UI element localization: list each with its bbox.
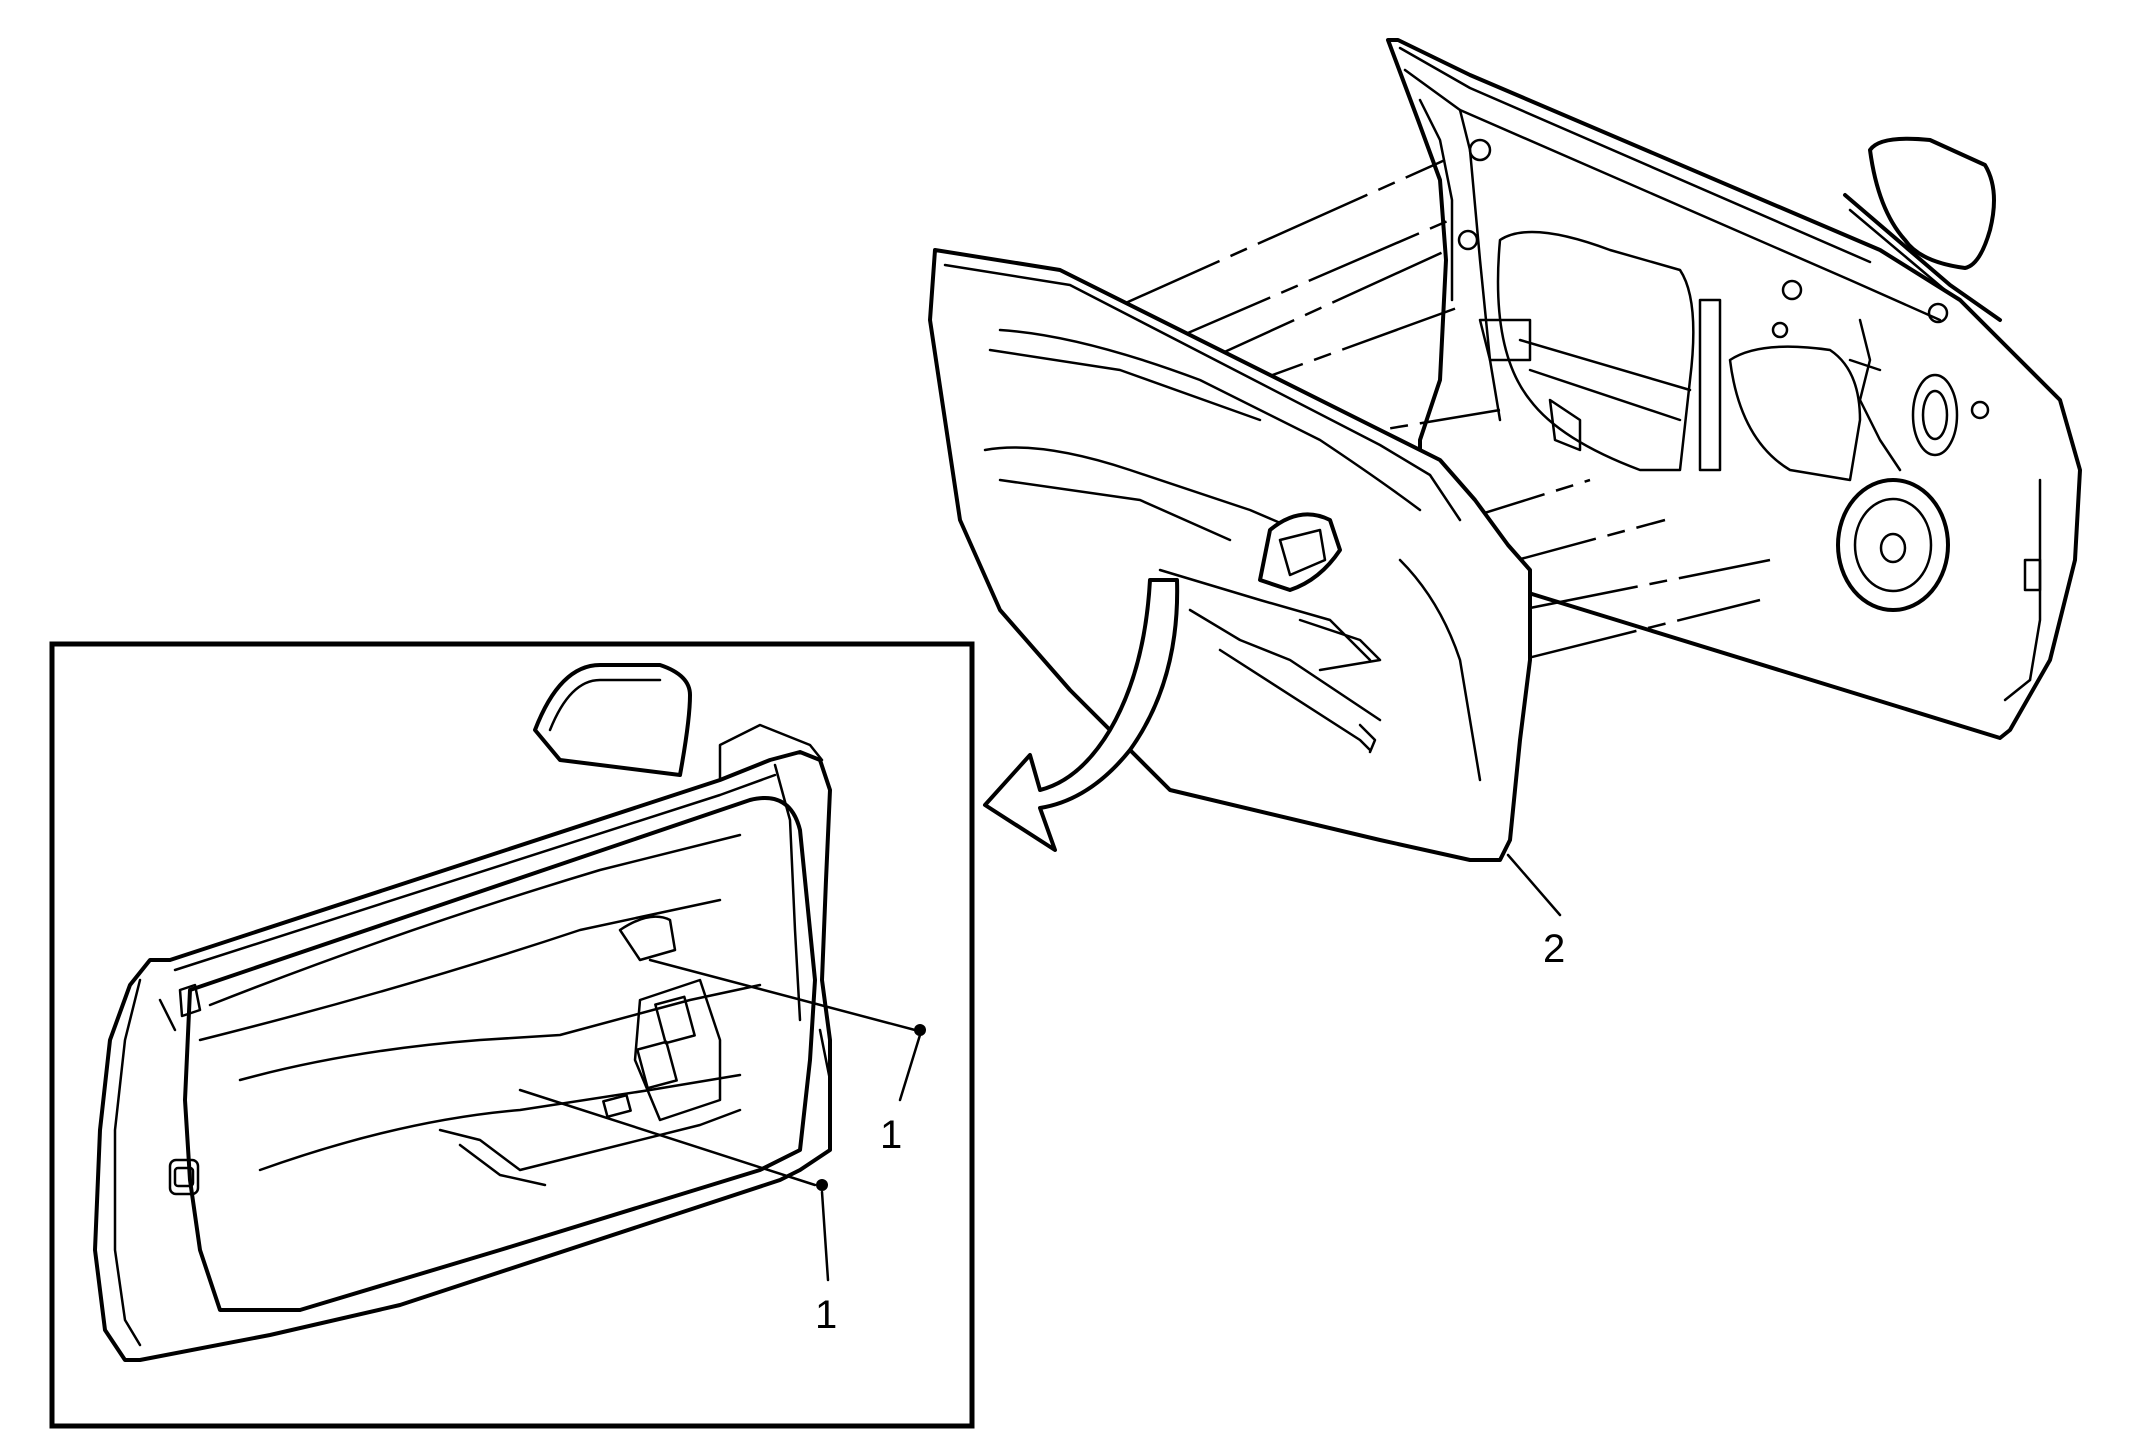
- inset-door-interior: [93, 663, 832, 1362]
- door-inner-frame: [1386, 38, 2082, 740]
- callout-2: 2: [1506, 853, 1565, 971]
- callout-1-lower: 1: [815, 1190, 837, 1337]
- screw-icon: [816, 1024, 926, 1191]
- callout-label-1-lower: 1: [815, 1293, 837, 1337]
- side-mirror: [1843, 136, 2002, 322]
- door-trim-panel: [928, 248, 1532, 862]
- callout-label-2: 2: [1543, 927, 1565, 971]
- callout-label-1-upper: 1: [880, 1113, 902, 1157]
- fastener-line-upper: [648, 958, 917, 1032]
- fastener-line-lower: [518, 1088, 817, 1187]
- callout-1-upper: 1: [880, 1033, 922, 1157]
- curved-arrow-icon: [983, 578, 1180, 852]
